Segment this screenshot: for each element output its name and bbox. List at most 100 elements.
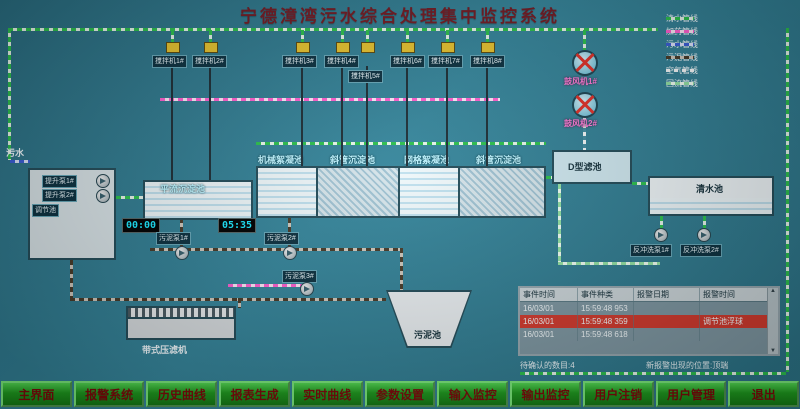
air-line-icon	[666, 69, 694, 72]
dosing-line-icon	[666, 30, 694, 33]
scroll-down-icon[interactable]: ▼	[770, 348, 776, 354]
legend-item: 污泥管线	[666, 51, 698, 64]
mixer-5[interactable]	[361, 42, 375, 53]
nav-history-curve-button[interactable]: 历史曲线	[146, 381, 218, 407]
section-mechanical-floc	[258, 168, 318, 216]
nav-main-screen-button[interactable]: 主界面	[1, 381, 72, 407]
mixer-5-label: 搅拌机5#	[348, 70, 383, 83]
pipe-segment	[558, 262, 660, 265]
alarm-cell	[700, 302, 768, 315]
alarm-cell	[634, 328, 700, 341]
tank-sludge-label: 污泥池	[414, 330, 442, 340]
tank-clearwater	[648, 176, 774, 216]
backwash-pump-1-label: 反冲洗泵1#	[630, 244, 672, 257]
mixer-3-shaft	[301, 66, 303, 166]
pipe-segment	[546, 176, 552, 179]
nav-parameter-settings-button[interactable]: 参数设置	[364, 381, 436, 407]
section-grid-floc	[400, 168, 460, 216]
pipe-segment	[486, 30, 489, 42]
pipe-segment	[406, 30, 409, 42]
blower-1-label: 鼓风机1#	[564, 77, 597, 86]
pipe-segment	[70, 260, 73, 300]
alarm-cell: 15:59:48 618	[578, 328, 634, 341]
scroll-up-icon[interactable]: ▲	[770, 288, 776, 294]
nav-report-generate-button[interactable]: 报表生成	[219, 381, 290, 407]
lift-pump-2-label: 提升泵2#	[42, 189, 77, 202]
pipe-segment	[160, 98, 500, 101]
mixer-6-label: 搅拌机6#	[390, 55, 425, 68]
pipe-segment	[256, 142, 546, 145]
pipe-segment	[632, 182, 648, 185]
pipe-legend: 清水管线 加药管线 污水管线 污泥管线 空气管线 回流管线	[666, 12, 698, 90]
backwash-pump-2[interactable]	[697, 228, 711, 242]
mixer-3[interactable]	[296, 42, 310, 53]
nav-alarm-system-button[interactable]: 报警系统	[73, 381, 145, 407]
tank-d-filter-label: D型滤池	[568, 162, 602, 172]
pipe-segment	[238, 298, 386, 301]
mixer-7[interactable]	[441, 42, 455, 53]
belt-filter-press[interactable]	[126, 306, 236, 340]
mixer-3-label: 搅拌机3#	[282, 55, 317, 68]
pipe-segment	[520, 372, 786, 375]
alarm-row[interactable]: 16/03/01 15:59:48 953	[520, 302, 778, 315]
pipe-segment	[150, 248, 402, 251]
pipe-segment	[301, 30, 304, 42]
mixer-6[interactable]	[401, 42, 415, 53]
tank-horizontal-sedimentation-label: 平流沉淀池	[160, 184, 206, 194]
nav-user-logout-button[interactable]: 用户注销	[582, 381, 654, 407]
clearwater-line-icon	[666, 17, 694, 20]
inflow-label: 污水	[6, 148, 25, 158]
sludge-pump-3[interactable]	[300, 282, 314, 296]
tank-clearwater-label: 清水池	[696, 184, 724, 194]
alarm-table-header: 事件时间 事件种类 报警日期 报警时间	[520, 288, 778, 302]
section-inclined-tube-1-label: 斜管沉淀池	[330, 155, 376, 165]
mixer-8-label: 搅拌机8#	[470, 55, 505, 68]
backwash-pump-1[interactable]	[654, 228, 668, 242]
alarm-row-active[interactable]: 16/03/01 15:59:48 359 调节池浮球	[520, 315, 778, 328]
nav-realtime-curve-button[interactable]: 实时曲线	[291, 381, 363, 407]
mixer-1[interactable]	[166, 42, 180, 53]
sludge-pump-1[interactable]	[175, 246, 189, 260]
mixer-2-label: 搅拌机2#	[192, 55, 227, 68]
section-inclined-tube-1	[318, 168, 400, 216]
belt-filter-press-label: 带式压滤机	[142, 345, 188, 355]
mixer-2-shaft	[209, 66, 211, 180]
alarm-cell: 16/03/01	[520, 315, 578, 328]
alarm-pending-count: 待确认的数目:4	[520, 361, 575, 370]
nav-user-manage-button[interactable]: 用户管理	[655, 381, 727, 407]
legend-item: 空气管线	[666, 64, 698, 77]
mixer-7-label: 搅拌机7#	[428, 55, 463, 68]
section-inclined-tube-2	[460, 168, 544, 216]
page-title: 宁德漳湾污水综合处理集中监控系统	[240, 7, 560, 26]
alarm-row[interactable]: 16/03/01 15:59:48 618	[520, 328, 778, 341]
lift-pump-1-label: 提升泵1#	[42, 175, 77, 188]
blower-1[interactable]	[572, 50, 598, 76]
mixer-1-shaft	[171, 66, 173, 180]
pipe-segment	[238, 298, 241, 308]
nav-output-monitor-button[interactable]: 输出监控	[510, 381, 581, 407]
nav-exit-button[interactable]: 退出	[728, 381, 800, 407]
blower-2[interactable]	[572, 92, 598, 118]
alarm-table: 事件时间 事件种类 报警日期 报警时间 16/03/01 15:59:48 95…	[518, 286, 780, 356]
nav-input-monitor-button[interactable]: 输入监控	[437, 381, 509, 407]
sludge-pump-3-label: 污泥泵3#	[282, 270, 317, 283]
timer-display-2: 05:35	[218, 218, 256, 233]
legend-item: 污水管线	[666, 38, 698, 51]
alarm-scrollbar[interactable]: ▲ ▼	[767, 288, 778, 354]
mixer-4[interactable]	[336, 42, 350, 53]
mixer-8-shaft	[486, 66, 488, 166]
mixer-2[interactable]	[204, 42, 218, 53]
mixer-8[interactable]	[481, 42, 495, 53]
mixer-1-label: 搅拌机1#	[152, 55, 187, 68]
lift-pump-1[interactable]	[96, 174, 110, 188]
sludge-pump-2[interactable]	[283, 246, 297, 260]
section-mechanical-floc-label: 机械絮凝池	[258, 155, 304, 165]
legend-item: 清水管线	[666, 12, 698, 25]
alarm-cell	[700, 328, 768, 341]
lift-pump-2[interactable]	[96, 189, 110, 203]
sludge-pump-1-label: 污泥泵1#	[156, 232, 191, 245]
section-grid-floc-label: 网格絮凝池	[404, 155, 450, 165]
pipe-segment	[558, 184, 561, 262]
section-inclined-tube-2-label: 斜管沉淀池	[476, 155, 522, 165]
